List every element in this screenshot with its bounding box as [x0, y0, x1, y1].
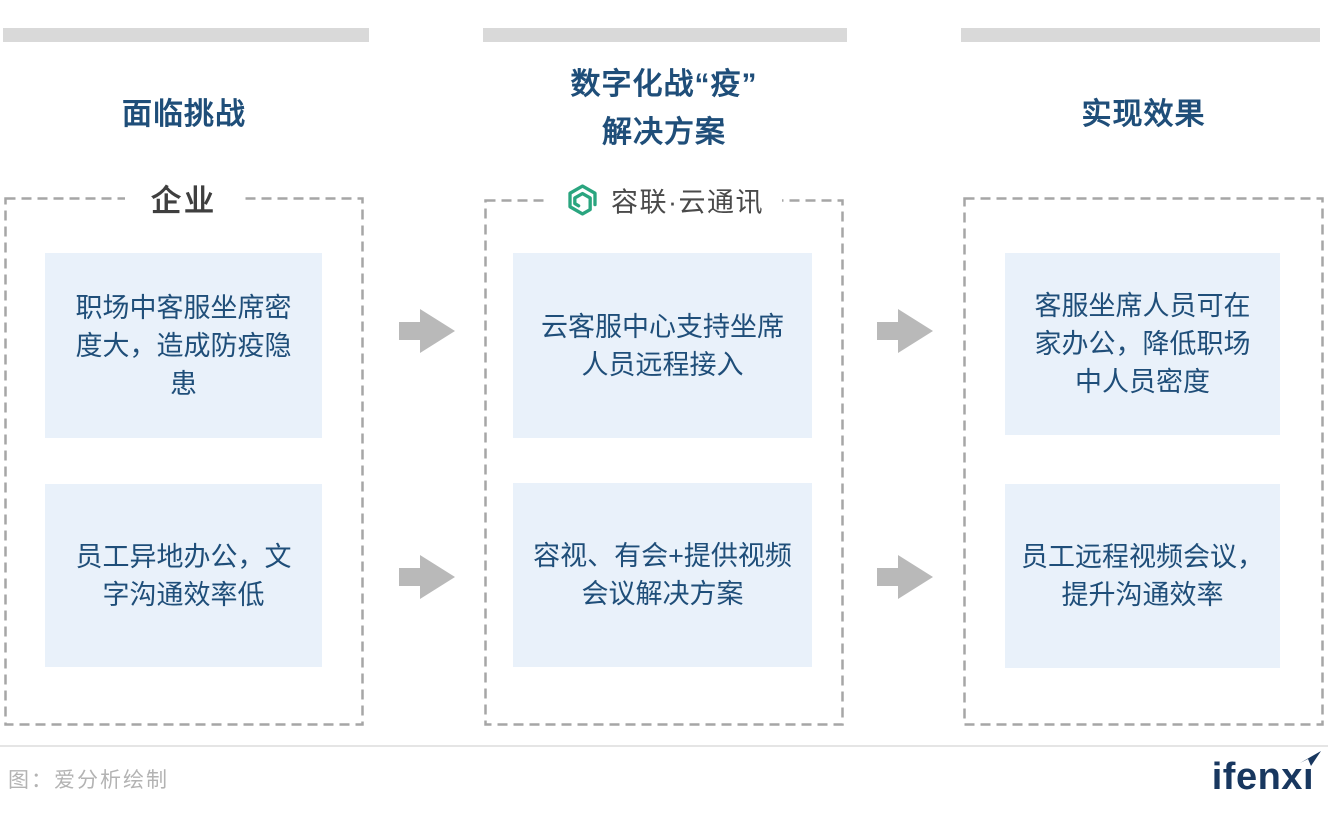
- challenge-box-1: 职场中客服坐席密 度大，造成防疫隐 患: [45, 253, 322, 438]
- solution-box-1-text: 云客服中心支持坐席 人员远程接入: [541, 311, 784, 380]
- arrow-right-icon: [399, 555, 455, 599]
- column3-title: 实现效果: [1081, 98, 1206, 131]
- column1-title: 面临挑战: [122, 98, 246, 131]
- arrow-right-icon: [877, 555, 933, 599]
- solution-box-2: 容视、有会+提供视频 会议解决方案: [513, 483, 812, 667]
- ifenxi-logo-last-letter: ı: [1302, 756, 1314, 798]
- column1-accent-bar: [3, 28, 369, 42]
- ronglian-logo: 容联·云通讯: [546, 178, 782, 222]
- enterprise-label: 企业: [125, 174, 243, 222]
- challenge-box-1-text: 职场中客服坐席密 度大，造成防疫隐 患: [75, 292, 292, 399]
- source-caption: 图：爱分析绘制: [8, 769, 169, 792]
- ronglian-hexagon-spiral-icon: [568, 184, 597, 216]
- solution-box-1: 云客服中心支持坐席 人员远程接入: [513, 253, 812, 438]
- result-box-2: 员工远程视频会议， 提升沟通效率: [1005, 484, 1280, 668]
- result-box-1: 客服坐席人员可在 家办公，降低职场 中人员密度: [1005, 253, 1280, 435]
- column2-title: 数字化战“疫” 解决方案: [570, 68, 758, 149]
- column2-accent-bar: [483, 28, 847, 42]
- solution-box-2-text: 容视、有会+提供视频 会议解决方案: [533, 541, 792, 609]
- arrow-up-right-icon: [1299, 751, 1321, 766]
- ifenxi-logo: ifenxı: [1211, 751, 1321, 798]
- arrow-right-icon: [399, 309, 455, 353]
- footer-divider: [0, 745, 1328, 747]
- ifenxi-logo-text: ifenx: [1211, 756, 1303, 798]
- enterprise-label-text: 企业: [151, 185, 217, 218]
- challenge-box-2-text: 员工异地办公，文 字沟通效率低: [75, 541, 292, 610]
- arrow-right-icon: [877, 309, 933, 353]
- column3-dashed-frame: [963, 197, 1324, 726]
- challenge-box-2: 员工异地办公，文 字沟通效率低: [45, 484, 322, 667]
- result-box-1-text: 客服坐席人员可在 家办公，降低职场 中人员密度: [1034, 291, 1251, 397]
- ronglian-logo-text: 容联·云通讯: [611, 187, 764, 218]
- column3-accent-bar: [961, 28, 1320, 42]
- result-box-2-text: 员工远程视频会议， 提升沟通效率: [1021, 542, 1264, 610]
